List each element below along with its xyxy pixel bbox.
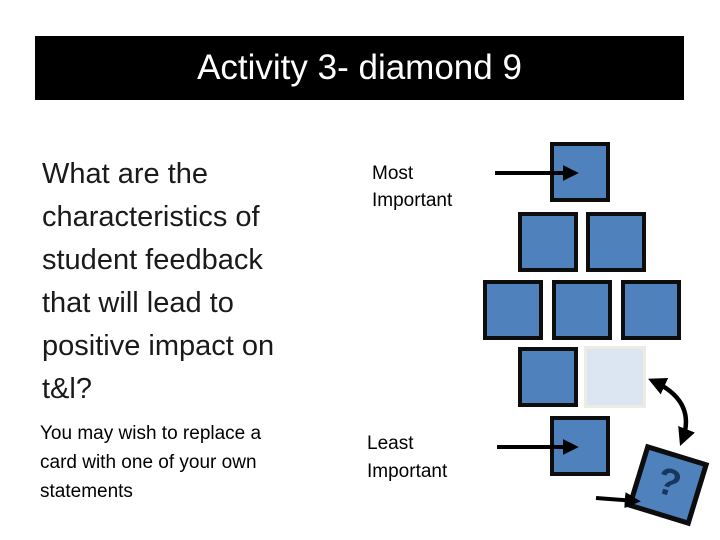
diamond-card-2: [518, 212, 578, 272]
question-line: positive impact on: [42, 330, 275, 362]
least-important-label: Least Important: [367, 433, 448, 482]
question-line: t&l?: [42, 373, 92, 405]
diamond-card-6: [621, 280, 681, 340]
question-line: characteristics of: [42, 201, 260, 233]
diamond-card-1: [550, 142, 610, 202]
question-line: that will lead to: [42, 287, 234, 319]
diamond-card-5: [552, 280, 612, 340]
question-card: ?: [626, 443, 710, 527]
title-banner: Activity 3- diamond 9: [35, 36, 684, 100]
note-line: card with one of your own: [40, 452, 257, 473]
question-line: What are the: [42, 158, 209, 190]
question-line: student feedback: [42, 244, 263, 276]
note-line: You may wish to replace a: [40, 423, 262, 444]
question-mark-glyph: ?: [651, 459, 686, 507]
diamond-card-7: [518, 347, 578, 407]
note-text: You may wish to replace a card with one …: [40, 419, 360, 506]
swap-curved-arrow-icon: [648, 378, 695, 447]
ghost-card-slot: [584, 346, 646, 408]
diamond-card-3: [586, 212, 646, 272]
slide-title: Activity 3- diamond 9: [197, 48, 522, 87]
diamond-card-8: [550, 416, 610, 476]
note-line: statements: [40, 481, 133, 502]
diamond-card-4: [483, 280, 543, 340]
question-text: What are the characteristics of student …: [42, 153, 362, 411]
most-important-label: Most Important: [372, 163, 453, 211]
